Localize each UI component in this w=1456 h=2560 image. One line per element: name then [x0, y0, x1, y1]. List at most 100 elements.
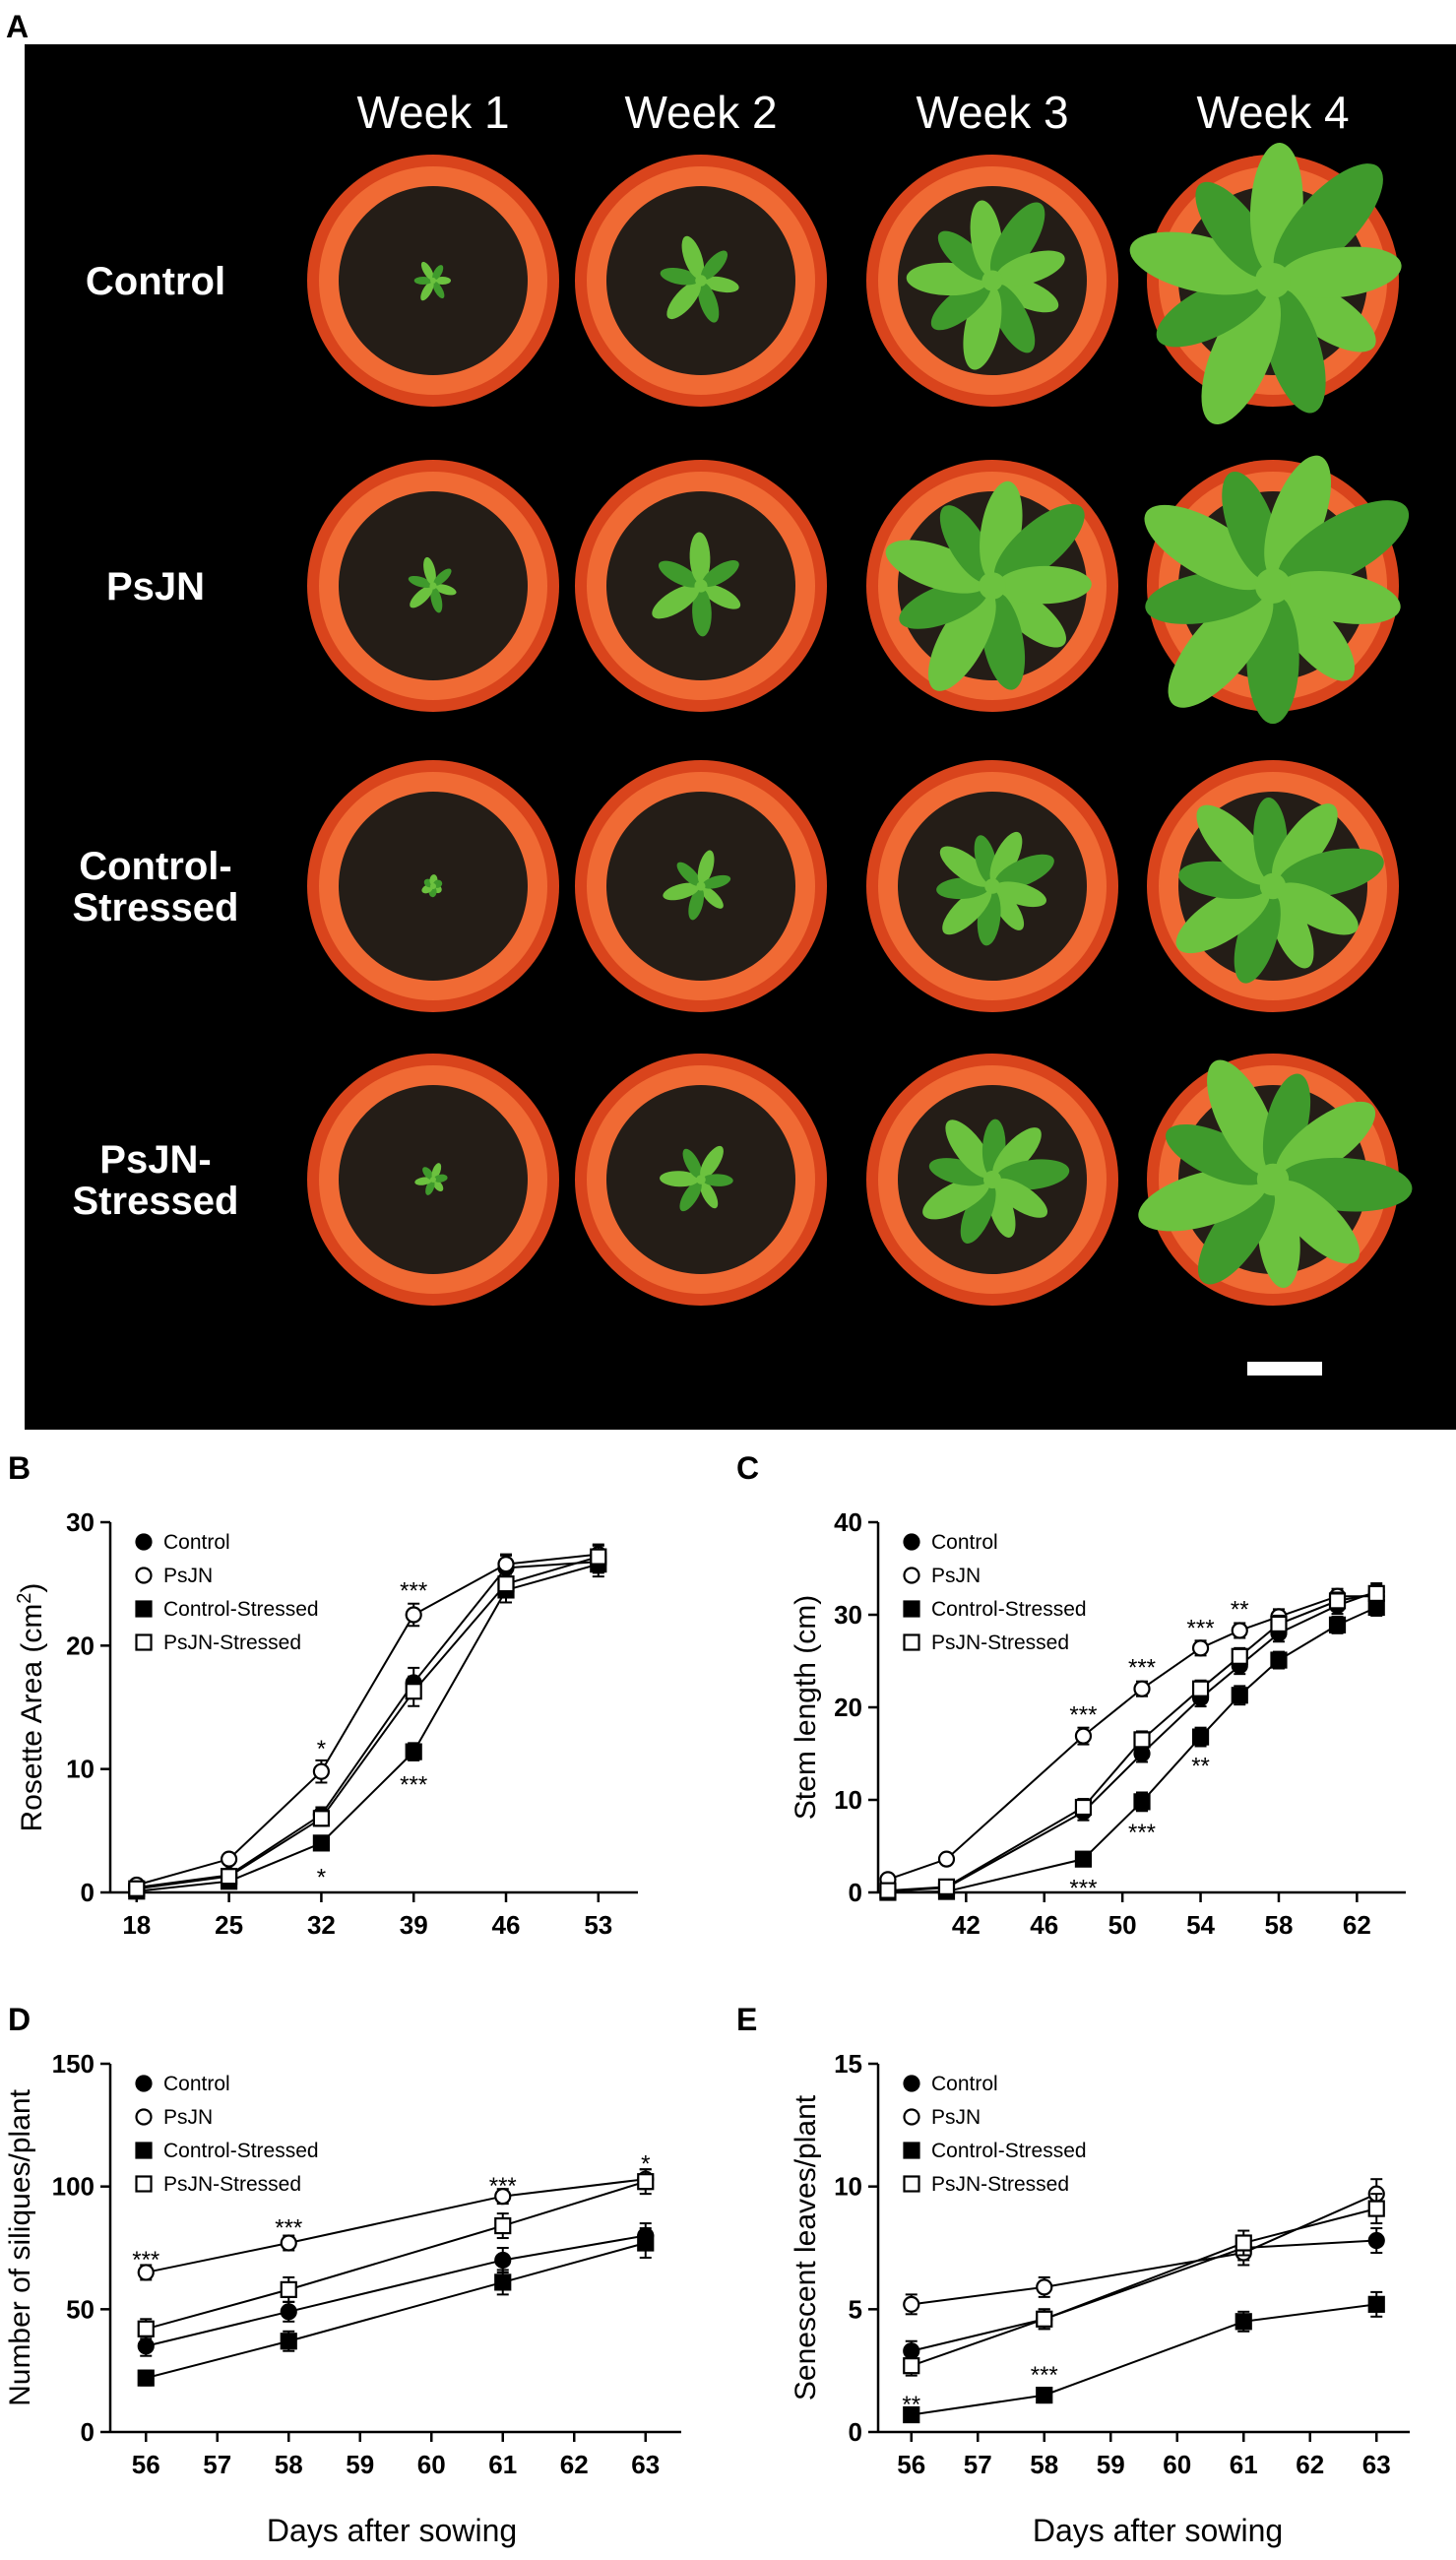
significance-annotation: *: [641, 2151, 650, 2178]
significance-annotation: *: [317, 1736, 326, 1762]
y-tick-label: 20: [66, 1631, 95, 1660]
data-point: [937, 1878, 956, 1895]
rosette: [652, 532, 741, 637]
data-point: [903, 2357, 920, 2375]
data-point: [497, 1575, 515, 1593]
data-point: [137, 2320, 155, 2337]
legend-item: PsJN: [903, 1565, 981, 1587]
rosette: [421, 874, 443, 898]
legend-label: Control: [931, 2073, 998, 2095]
data-point: [135, 1600, 153, 1618]
y-tick-label: 5: [849, 2294, 862, 2324]
row-header-3-line-2: Stressed: [73, 886, 239, 929]
data-point: [280, 2303, 297, 2321]
legend-item: PsJN: [903, 2106, 981, 2129]
data-point: [1191, 1728, 1210, 1746]
y-axis-label: Senescent leaves/plant: [790, 2094, 822, 2400]
significance-annotation: ***: [1031, 2362, 1058, 2389]
x-tick-label: 56: [897, 2450, 925, 2479]
panel-label-b: B: [8, 1450, 31, 1486]
significance-annotation: ***: [275, 2215, 302, 2242]
panel-label-c: C: [736, 1450, 759, 1486]
data-point: [128, 1880, 146, 1897]
data-point: [137, 2369, 155, 2387]
x-axis-caption-e: Days after sowing: [1032, 2513, 1284, 2548]
legend-item: PsJN: [135, 1565, 213, 1587]
legend-item: PsJN-Stressed: [135, 1632, 301, 1654]
row-header-4-line-2: Stressed: [73, 1180, 239, 1223]
pot-row1-week2: [575, 155, 827, 407]
legend-item: Control-Stressed: [903, 1598, 1087, 1621]
series-line: [146, 2242, 647, 2380]
rosette: [922, 1119, 1070, 1244]
significance-annotation: ***: [1069, 1702, 1097, 1729]
row-header-3-line-1: Control-: [79, 845, 232, 888]
legend-item: Control: [135, 2073, 230, 2095]
data-point: [1328, 1616, 1347, 1633]
rosette: [1144, 455, 1410, 725]
y-tick-label: 0: [81, 2417, 95, 2447]
data-point: [494, 2188, 512, 2206]
data-point: [903, 2175, 920, 2193]
pot-row2-week4: [1144, 455, 1410, 725]
rosette: [413, 261, 452, 301]
x-tick-label: 61: [488, 2450, 517, 2479]
data-point: [903, 2108, 920, 2126]
x-tick-label: 46: [1030, 1910, 1058, 1940]
x-tick-label: 62: [1296, 2450, 1324, 2479]
panel-label-a: A: [6, 9, 29, 44]
data-point: [405, 1606, 422, 1624]
panel-label-e: E: [736, 2002, 757, 2037]
legend-item: Control-Stressed: [135, 1598, 319, 1621]
data-point: [280, 2234, 297, 2252]
significance-annotation: **: [1231, 1596, 1249, 1623]
significance-annotation: **: [902, 2392, 920, 2418]
rosette: [936, 831, 1054, 946]
x-tick-label: 42: [952, 1910, 981, 1940]
data-point: [637, 2234, 655, 2252]
data-point: [1270, 1651, 1288, 1669]
data-point: [135, 1633, 153, 1651]
x-tick-label: 60: [417, 2450, 446, 2479]
x-tick-label: 62: [560, 2450, 589, 2479]
legend-item: Control-Stressed: [135, 2140, 319, 2162]
y-axis-label: Stem length (cm): [790, 1595, 822, 1820]
series-psjn-stressed: [137, 2168, 655, 2340]
pot-row4-week3: [866, 1054, 1118, 1306]
x-tick-label: 32: [307, 1910, 336, 1940]
data-point: [1133, 1680, 1151, 1697]
series-line: [911, 2303, 1377, 2416]
significance-annotation: ***: [1187, 1615, 1215, 1641]
legend-item: Control-Stressed: [903, 2140, 1087, 2162]
data-point: [1074, 1727, 1093, 1745]
pot-row3-week3: [866, 760, 1118, 1012]
data-point: [312, 1834, 330, 1852]
series-line: [146, 2178, 646, 2273]
row-header-2-line-1: PsJN: [106, 565, 205, 608]
data-point: [1231, 1622, 1248, 1639]
x-tick-label: 58: [1265, 1910, 1294, 1940]
data-point: [221, 1850, 238, 1868]
legend-label: PsJN-Stressed: [931, 1632, 1069, 1654]
data-point: [1074, 1850, 1093, 1868]
data-point: [1367, 2295, 1385, 2313]
data-point: [494, 2216, 512, 2235]
legend-label: PsJN-Stressed: [163, 2173, 301, 2196]
x-tick-label: 59: [1097, 2450, 1125, 2479]
y-axis-label: Number of siliques/plant: [4, 2088, 36, 2405]
y-tick-label: 30: [66, 1507, 95, 1537]
column-header-week-3: Week 3: [916, 87, 1068, 138]
data-point: [1036, 2387, 1053, 2404]
x-tick-label: 58: [275, 2450, 303, 2479]
data-point: [312, 1762, 330, 1780]
pot-row4-week1: [307, 1054, 559, 1306]
data-point: [135, 2108, 153, 2126]
data-point: [280, 2333, 297, 2350]
x-tick-label: 18: [122, 1910, 151, 1940]
data-point: [1270, 1615, 1288, 1632]
